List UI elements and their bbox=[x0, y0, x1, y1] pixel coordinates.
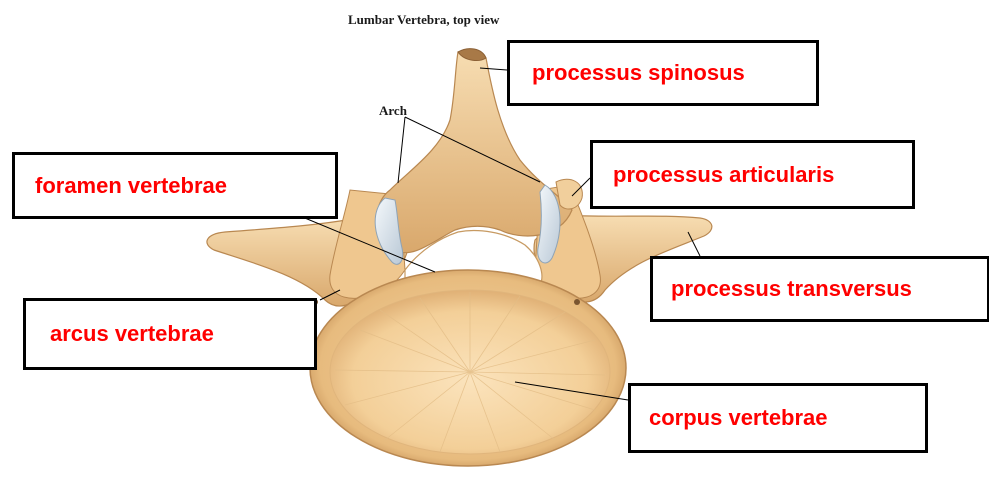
label-processus-spinosus: processus spinosus bbox=[507, 40, 819, 106]
label-arcus-vertebrae: arcus vertebrae bbox=[23, 298, 317, 370]
arch-label: Arch bbox=[379, 103, 407, 119]
figure-caption: Lumbar Vertebra, top view bbox=[348, 12, 588, 28]
right-foramen-dot bbox=[574, 299, 580, 305]
label-corpus-vertebrae: corpus vertebrae bbox=[628, 383, 928, 453]
label-foramen-vertebrae: foramen vertebrae bbox=[12, 152, 338, 219]
label-processus-transversus: processus transversus bbox=[650, 256, 989, 322]
right-superior-articular-process bbox=[556, 179, 582, 209]
label-processus-articularis: processus articularis bbox=[590, 140, 915, 209]
